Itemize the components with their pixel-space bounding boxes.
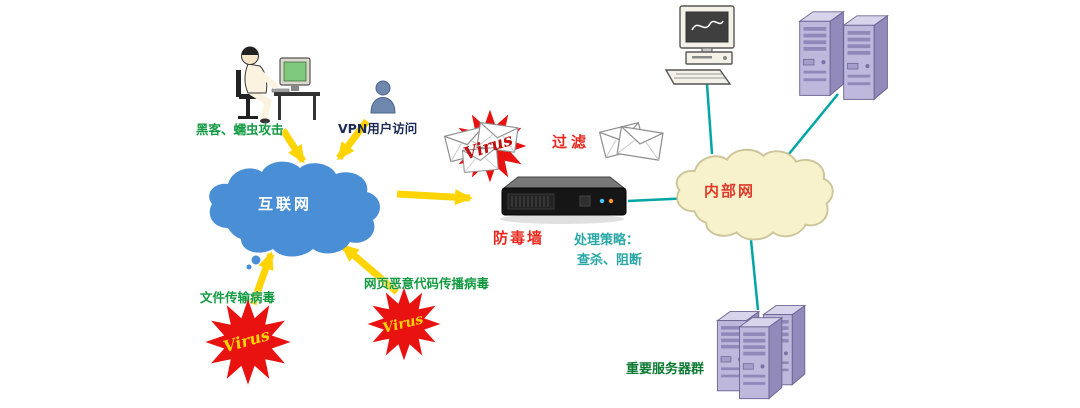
server-tower-icon (739, 317, 783, 400)
firewall-label: 防毒墙 (493, 229, 545, 247)
arrow-webvirus-to-internet (340, 243, 400, 295)
server-tower-icon (799, 11, 844, 96)
link-intranet-to-servers-top (783, 93, 839, 161)
server-tower-icon (843, 15, 888, 100)
intranet-cloud-shape (675, 148, 834, 241)
arrow-filevirus-to-internet (249, 251, 275, 306)
hacker-workstation-icon (236, 46, 320, 124)
filtered-mail-icons (599, 122, 664, 161)
link-intranet-to-server-group (749, 239, 760, 311)
hacker-label: 黑客、蠕虫攻击 (196, 122, 284, 137)
internet-cloud-label: 互联网 (258, 195, 313, 213)
vpn-user-icon (370, 80, 396, 114)
virus-burst-top: Virus (444, 109, 527, 183)
server-towers-top-icon (799, 11, 888, 100)
file-virus-label: 文件传输病毒 (200, 290, 276, 305)
web-virus-label: 网页恶意代码传播病毒 (364, 276, 490, 291)
envelope-icon (616, 125, 664, 161)
filter-label: 过滤 (552, 133, 591, 151)
server-cluster-icon (716, 305, 806, 400)
link-intranet-to-computer (705, 83, 714, 155)
arrow-hacker-to-internet (280, 128, 306, 164)
server-group-label: 重要服务器群 (626, 362, 705, 377)
policy-label-line1: 处理策略： (574, 233, 640, 248)
firewall-appliance-icon (500, 176, 627, 224)
internet-cloud-shape (209, 161, 380, 270)
virus-burst-bottom-mid: Virus (367, 287, 441, 361)
arrow-vpn-to-internet (336, 118, 370, 161)
intranet-cloud-label: 内部网 (704, 182, 756, 200)
arrow-internet-to-firewall (396, 189, 473, 206)
vpn-user-label: VPN用户访问 (338, 121, 418, 136)
desktop-computer-icon (664, 5, 735, 85)
virus-burst-bottom-left: Virus (205, 299, 291, 385)
policy-label-line2: 查杀、阻断 (577, 253, 643, 268)
